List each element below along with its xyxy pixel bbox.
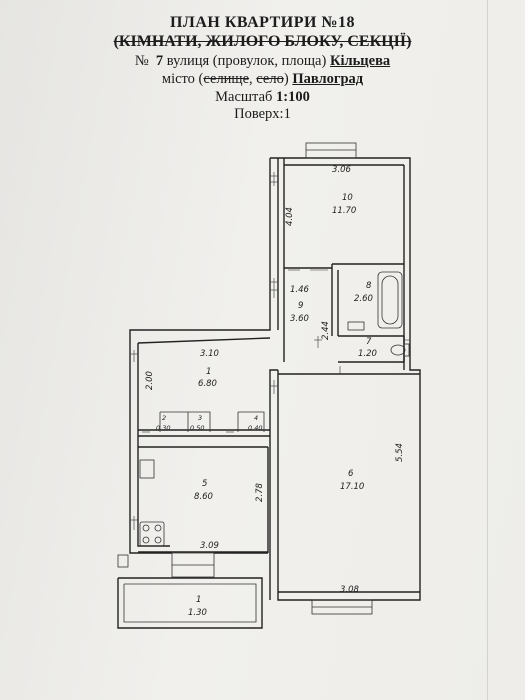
dimension-label: 3.09: [200, 541, 219, 551]
plan-hatching: [130, 172, 410, 530]
address-line: № 7 вулиця (провулок, площа) Кільцева: [0, 53, 525, 70]
dimension-label: 2.78: [255, 482, 265, 502]
dimension-label: 5.54: [395, 443, 405, 462]
room-number: 1: [196, 595, 201, 605]
room-area: 2.60: [354, 294, 373, 304]
room-number: 10: [342, 193, 353, 203]
room-number: 4: [254, 414, 258, 422]
room-number: 3: [198, 414, 202, 422]
scale-value: 1:100: [276, 89, 310, 105]
city-close: ): [283, 71, 289, 87]
city-name: Павлоград: [292, 71, 364, 87]
room-area: 1.30: [188, 608, 207, 618]
dimension-label: 3.06: [332, 165, 352, 175]
city-struck-2: село: [256, 71, 284, 87]
city-word: місто (: [161, 71, 204, 87]
plan-fixtures: [139, 271, 410, 547]
plan-rooms: 10 11.70 8 2.60 9 3.60 7 1.20 1 6.80 2 0…: [156, 193, 377, 618]
room-area: 6.80: [198, 379, 217, 389]
room-area: 0.50: [190, 424, 204, 432]
room-area: 0.30: [156, 424, 170, 432]
subtitle-struck: (КІМНАТИ, ЖИЛОГО БЛОКУ, СЕКЦІЇ): [113, 33, 412, 50]
scale-line: Масштаб 1:100: [0, 89, 525, 106]
room-number: 2: [162, 414, 166, 422]
room-number: 8: [366, 281, 372, 291]
plan-dimensions: 3.06 4.04 1.46 2.44 3.10 2.00 2.78 3.09 …: [145, 165, 405, 595]
room-number: 5: [202, 479, 207, 489]
dimension-label: 1.46: [290, 285, 310, 295]
room-area: 11.70: [332, 206, 356, 216]
scale-label: Масштаб: [215, 89, 273, 105]
dimension-label: 2.44: [321, 321, 331, 340]
house-number: 7: [155, 53, 164, 69]
street-word: вулиця (провулок, площа): [166, 53, 327, 69]
plan-windows: [117, 142, 373, 615]
plan-walls: [117, 157, 421, 629]
dimension-label: 4.04: [285, 207, 295, 226]
plan-title: ПЛАН КВАРТИРИ №18: [169, 14, 356, 31]
room-area: 1.20: [358, 349, 377, 359]
plan-subtitle: (КІМНАТИ, ЖИЛОГО БЛОКУ, СЕКЦІЇ): [0, 33, 525, 51]
room-number: 9: [298, 301, 303, 311]
paper-fold: [487, 0, 488, 700]
room-number: 7: [366, 337, 372, 347]
floor-line: Поверх:1: [234, 106, 291, 122]
city-struck-1: селище: [203, 71, 250, 87]
room-number: 6: [348, 469, 354, 479]
dimension-label: 2.00: [145, 371, 155, 390]
room-area: 17.10: [340, 482, 364, 492]
dimension-label: 3.10: [200, 349, 219, 359]
room-area: 8.60: [194, 492, 213, 502]
street-name: Кільцева: [329, 53, 391, 69]
room-area: 0.40: [248, 424, 262, 432]
street-prefix: №: [134, 53, 149, 69]
room-area: 3.60: [290, 314, 309, 324]
city-sep: ,: [249, 71, 257, 87]
dimension-label: 3.08: [340, 585, 360, 595]
city-line: місто (селище, село) Павлоград: [0, 71, 525, 88]
room-number: 1: [206, 367, 211, 377]
